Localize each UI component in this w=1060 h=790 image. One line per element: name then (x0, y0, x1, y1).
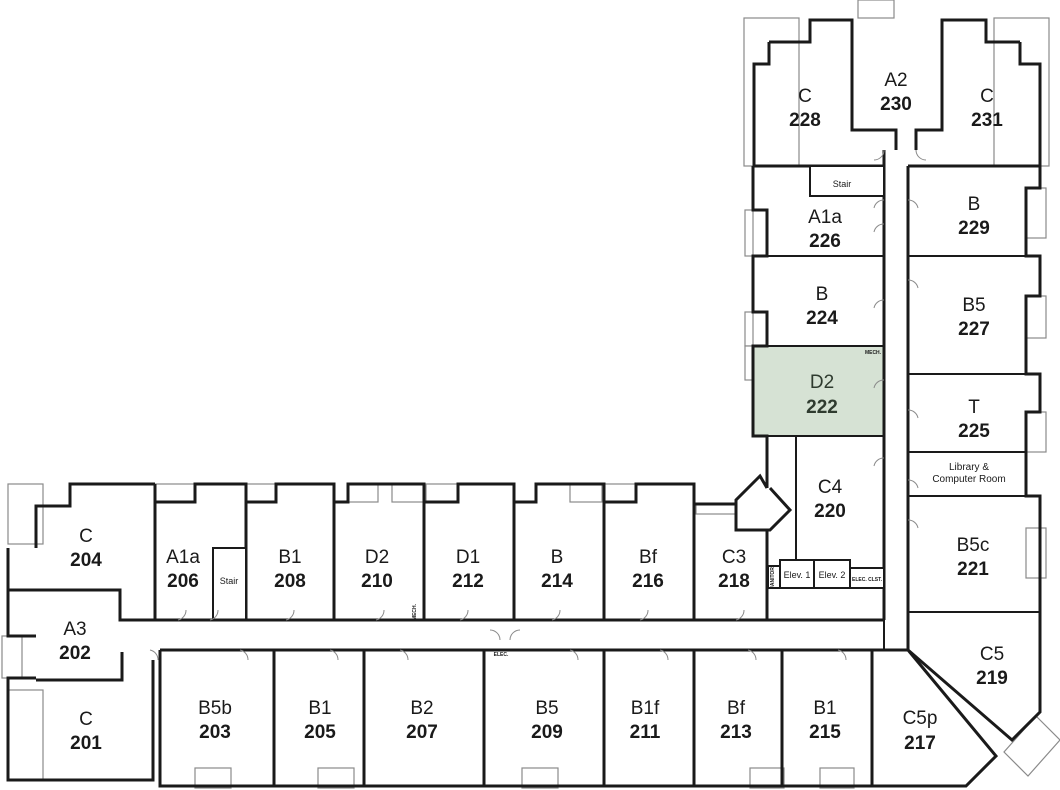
room-number: 202 (59, 643, 91, 664)
room-201[interactable] (8, 680, 153, 780)
library-label: Library & (949, 462, 989, 473)
room-labels: C 228 A2 230 C 231 A1a 226 B 229 B 224 B… (59, 70, 1008, 754)
room-number: 208 (274, 571, 306, 592)
elec-closet-label: ELEC. CLST. (852, 577, 883, 583)
room-type: C (79, 709, 93, 730)
room-type: B1 (813, 698, 836, 719)
room-number: 226 (809, 231, 841, 252)
room-number: 224 (806, 308, 838, 329)
room-type: D2 (365, 547, 389, 568)
room-number: 225 (958, 421, 990, 442)
room-type: D1 (456, 547, 480, 568)
room-type: B (551, 547, 564, 568)
room-type: B5 (962, 295, 985, 316)
room-number: 215 (809, 722, 841, 743)
stair-label: Stair (833, 179, 852, 189)
room-number: 221 (957, 559, 989, 580)
room-number: 214 (541, 571, 573, 592)
room-number: 201 (70, 733, 102, 754)
room-type: B2 (410, 698, 433, 719)
room-number: 205 (304, 722, 336, 743)
room-number: 210 (361, 571, 393, 592)
room-type: A3 (63, 619, 86, 640)
elevator-1-label: Elev. 1 (784, 570, 811, 580)
room-number: 203 (199, 722, 231, 743)
room-number: 219 (976, 668, 1008, 689)
room-number: 204 (70, 550, 102, 571)
room-number: 222 (806, 397, 838, 418)
room-number: 230 (880, 94, 912, 115)
room-number: 218 (718, 571, 750, 592)
room-type: B1f (631, 698, 660, 719)
room-type: C (798, 86, 812, 107)
library-label: Computer Room (932, 474, 1005, 485)
room-number: 209 (531, 722, 563, 743)
utility-labels: Stair Stair Elev. 1 Elev. 2 ELEC. CLST. … (220, 179, 883, 658)
elevator-2-label: Elev. 2 (819, 570, 846, 580)
room-number: 206 (167, 571, 199, 592)
room-number: 220 (814, 501, 846, 522)
room-number: 213 (720, 722, 752, 743)
room-220[interactable] (767, 436, 884, 560)
room-type: B5 (535, 698, 558, 719)
room-number: 216 (632, 571, 664, 592)
room-number: 211 (630, 722, 661, 743)
room-type: Bf (727, 698, 746, 719)
stair-label: Stair (220, 576, 239, 586)
room-type: D2 (810, 372, 834, 393)
room-type: B1 (308, 698, 331, 719)
room-type: B5c (957, 535, 990, 556)
room-number: 227 (958, 319, 990, 340)
room-type: C (980, 86, 994, 107)
room-type: B (968, 194, 981, 215)
room-number: 228 (789, 110, 821, 131)
room-type: A1a (808, 207, 842, 228)
elec-label: ELEC. (494, 652, 509, 658)
room-type: T (968, 397, 980, 418)
janitor-label: JANITOR (770, 567, 776, 589)
room-type: A1a (166, 547, 200, 568)
room-number: 212 (452, 571, 484, 592)
room-type: C3 (722, 547, 746, 568)
room-type: A2 (884, 70, 907, 91)
door-swings (149, 149, 927, 661)
room-type: Bf (639, 547, 658, 568)
room-number: 207 (406, 722, 438, 743)
room-type: C5p (903, 708, 938, 729)
room-type: B5b (198, 698, 232, 719)
mech-label: MECH. (412, 603, 418, 620)
room-222-highlight (753, 346, 884, 436)
room-type: C (79, 526, 93, 547)
room-number: 217 (904, 733, 936, 754)
room-type: C5 (980, 644, 1004, 665)
room-number: 231 (971, 110, 1003, 131)
room-type: B (816, 284, 829, 305)
room-number: 229 (958, 218, 990, 239)
walls (6, 18, 1042, 788)
room-type: C4 (818, 477, 843, 498)
mech-label: MECH. (865, 350, 882, 356)
room-type: B1 (278, 547, 301, 568)
